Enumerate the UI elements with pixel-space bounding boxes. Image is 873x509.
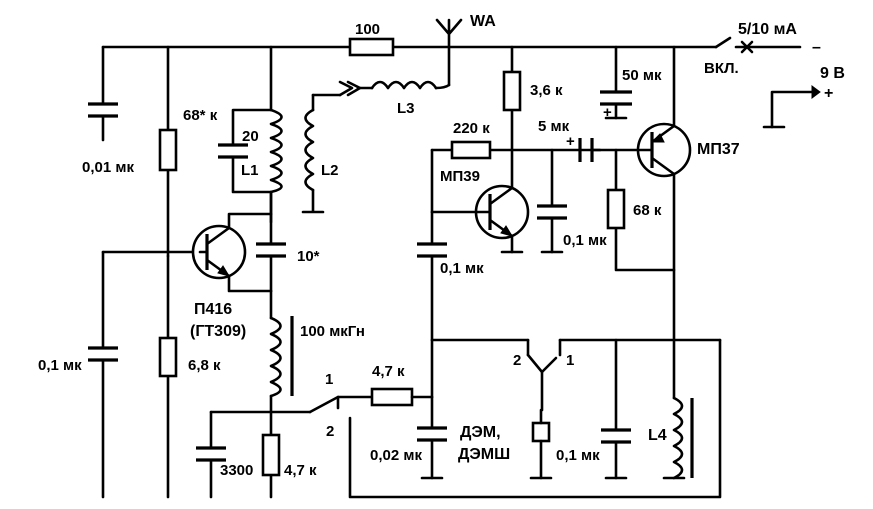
inductor-l2 xyxy=(301,93,342,214)
capacitor-0-1-collector xyxy=(510,148,602,254)
label-c-0-1-mid: 0,1 мк xyxy=(440,260,484,277)
label-sw2-1: 1 xyxy=(566,352,574,369)
label-c-0-1-right: 0,1 мк xyxy=(563,232,607,249)
bottom-left-network xyxy=(196,410,312,499)
inductor-l4 xyxy=(662,338,694,480)
label-r-4-7k-h: 4,7 к xyxy=(372,363,405,380)
label-gt309: (ГТ309) xyxy=(190,323,246,340)
transistor-p416 xyxy=(191,212,273,293)
label-c-5mk: 5 мк xyxy=(538,118,570,135)
label-l2: L2 xyxy=(321,162,339,179)
label-r-220k: 220 к xyxy=(453,120,490,137)
label-current: 5/10 мА xyxy=(738,21,797,38)
transistor-mp39 xyxy=(430,148,530,254)
capacitor-0-1-bottom xyxy=(601,338,631,480)
resistor-100 xyxy=(348,37,395,57)
label-c-0-02: 0,02 мк xyxy=(370,447,422,464)
transistor-mp37 xyxy=(636,45,692,342)
label-sw1-2: 2 xyxy=(326,423,334,440)
label-c20: 20 xyxy=(242,128,259,145)
capacitor-50mk xyxy=(600,45,632,120)
resistor-220k xyxy=(430,140,514,214)
label-l1: L1 xyxy=(241,162,259,179)
label-c-3300: 3300 xyxy=(220,462,253,479)
label-c-0-1-bottom: 0,1 мк xyxy=(556,447,600,464)
label-r100: 100 xyxy=(355,21,380,38)
label-mp39: МП39 xyxy=(440,168,480,185)
bottom-right-bus xyxy=(417,338,722,480)
label-phones-1: ДЭМ, xyxy=(460,424,501,441)
label-r-3-6k: 3,6 к xyxy=(530,82,563,99)
label-l3: L3 xyxy=(397,100,415,117)
label-sw2-2: 2 xyxy=(513,352,521,369)
label-mp37: МП37 xyxy=(697,141,740,158)
resistor-68k xyxy=(606,148,676,272)
label-r-68k: 68 к xyxy=(633,202,662,219)
label-r-4-7k-v: 4,7 к xyxy=(284,462,317,479)
label-p416: П416 xyxy=(194,301,232,318)
switch-sw1 xyxy=(308,338,722,499)
label-r-6-8k: 6,8 к xyxy=(188,357,221,374)
label-sw1-1: 1 xyxy=(325,371,333,388)
label-c-50mk: 50 мк xyxy=(622,67,662,84)
label-c-0-1-left: 0,1 мк xyxy=(38,357,82,374)
choke-100uh xyxy=(269,289,294,414)
top-rail xyxy=(101,36,802,54)
capacitor-10-star xyxy=(256,190,286,293)
label-l-100mkgn: 100 мкГн xyxy=(300,323,365,340)
label-voltage: 9 В xyxy=(820,65,845,82)
label-c-0-01: 0,01 мк xyxy=(82,159,134,176)
label-c-5mk-plus: + xyxy=(566,133,575,150)
label-phones-2: ДЭМШ xyxy=(458,446,510,463)
resistor-68k-star xyxy=(158,45,178,258)
label-minus: – xyxy=(812,39,821,56)
label-c-10-star: 10* xyxy=(297,248,320,265)
label-plus: + xyxy=(824,85,833,102)
capacitor-0-1-base xyxy=(417,210,447,342)
inductor-l3 xyxy=(338,80,451,97)
label-l4: L4 xyxy=(648,427,667,444)
capacitor-0-01 xyxy=(88,45,118,142)
label-r-68k-star: 68* к xyxy=(183,107,218,124)
battery-plus xyxy=(762,85,821,129)
label-switch-on: ВКЛ. xyxy=(704,60,739,77)
antenna-wa xyxy=(435,18,463,87)
label-antenna: WA xyxy=(470,13,496,30)
resistor-3-6k xyxy=(502,45,522,152)
label-c-50mk-plus: + xyxy=(603,104,612,121)
resistor-4-7k-h xyxy=(370,387,434,407)
left-rail xyxy=(88,250,202,499)
